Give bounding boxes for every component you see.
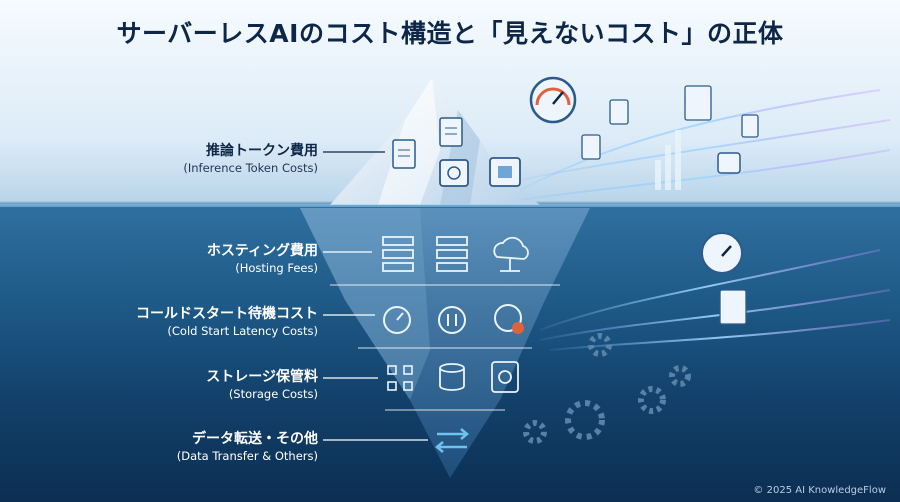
document-underwater-icon: [719, 289, 747, 325]
layer-label-storage: ストレージ保管料 (Storage Costs): [0, 368, 318, 402]
gauge-icon: [529, 76, 577, 124]
gauge-icon-underwater: [701, 232, 743, 274]
transfer-arrows-icon: [435, 428, 469, 453]
layer-subtitle: (Data Transfer & Others): [176, 449, 318, 463]
layer-label-inference: 推論トークン費用 (Inference Token Costs): [0, 142, 318, 176]
iceberg-underwater: [300, 208, 590, 478]
copyright-credit: © 2025 AI KnowledgeFlow: [753, 485, 886, 496]
page-title: サーバーレスAIのコスト構造と「見えないコスト」の正体: [116, 19, 784, 48]
chip-icon: [439, 159, 469, 187]
layer-subtitle: (Cold Start Latency Costs): [167, 324, 318, 338]
layer-subtitle: (Inference Token Costs): [183, 161, 318, 175]
database-icon: [439, 363, 465, 391]
cloud-server-icon: [493, 236, 529, 272]
layer-name: データ転送・その他: [192, 431, 318, 447]
layer-label-data-transfer: データ転送・その他 (Data Transfer & Others): [0, 430, 318, 464]
network-grid-icon: [387, 365, 413, 391]
layer-label-cold-start: コールドスタート待機コスト (Cold Start Latency Costs): [0, 305, 318, 339]
stopwatch-icon: [383, 306, 411, 334]
server-rack-icon: [382, 236, 468, 272]
processor-icon: [489, 157, 521, 187]
layer-name: ストレージ保管料: [206, 369, 318, 385]
layer-name: コールドスタート待機コスト: [136, 306, 318, 322]
layer-subtitle: (Hosting Fees): [235, 261, 318, 275]
hard-drive-icon: [491, 361, 519, 393]
data-streams: [519, 89, 891, 351]
document-stack-icon: [439, 117, 463, 147]
layer-name: ホスティング費用: [206, 243, 318, 259]
waterline: [0, 204, 900, 207]
layer-label-hosting: ホスティング費用 (Hosting Fees): [0, 242, 318, 276]
clock-warning-icon: [494, 304, 524, 334]
document-icon: [392, 139, 416, 169]
layer-subtitle: (Storage Costs): [228, 387, 318, 401]
layer-name: 推論トークン費用: [206, 143, 318, 159]
pause-icon: [438, 306, 466, 334]
small-chip-icon: [717, 152, 741, 174]
bar-chart-icon: [655, 130, 681, 190]
gear-icon: [523, 333, 691, 444]
floating-document-icon: [581, 85, 759, 160]
